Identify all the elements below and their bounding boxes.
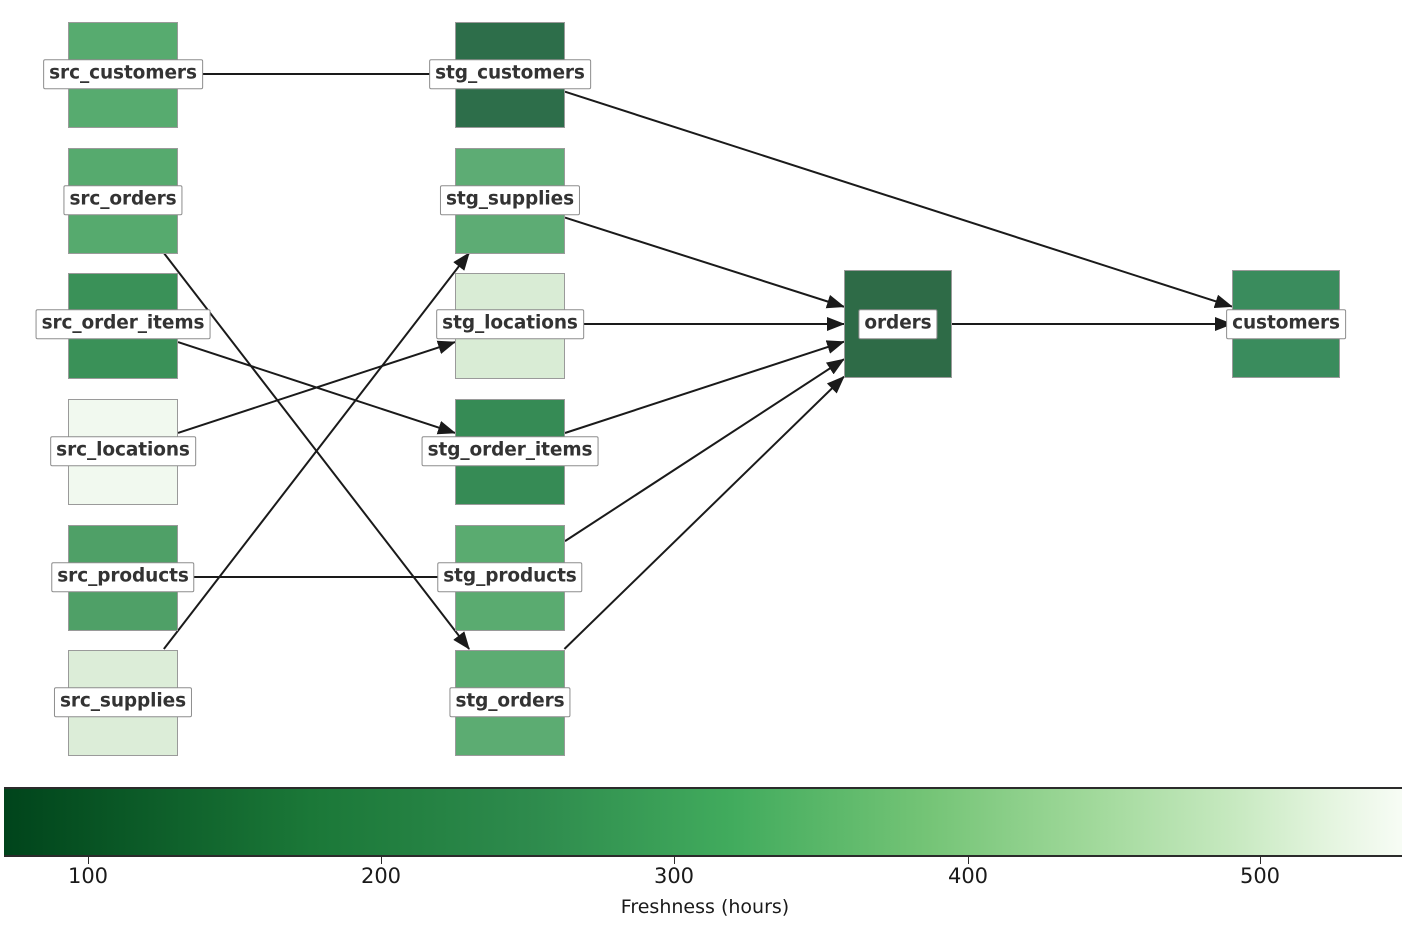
colorbar-tick-label: 500 <box>1239 864 1281 888</box>
node-label-src_products[interactable]: src_products <box>51 562 195 592</box>
colorbar <box>4 787 1402 857</box>
node-label-customers[interactable]: customers <box>1226 309 1346 339</box>
edge-src_locations-to-stg_locations <box>177 340 456 434</box>
colorbar-tick-mark <box>968 857 969 864</box>
node-label-src_order_items[interactable]: src_order_items <box>35 309 211 339</box>
colorbar-axis-label: Freshness (hours) <box>620 896 790 918</box>
colorbar-tick-label: 300 <box>653 864 695 888</box>
edge-stg_products-to-orders <box>564 358 845 542</box>
node-label-stg_supplies[interactable]: stg_supplies <box>439 185 581 215</box>
edge-group <box>163 73 1233 650</box>
colorbar-tick-label: 100 <box>67 864 109 888</box>
edge-src_order_items-to-stg_order_items <box>177 341 456 435</box>
colorbar-gradient <box>4 787 1402 857</box>
edge-stg_order_items-to-orders <box>564 340 845 434</box>
colorbar-tick-label: 200 <box>360 864 402 888</box>
node-label-stg_orders[interactable]: stg_orders <box>449 687 571 717</box>
node-label-stg_customers[interactable]: stg_customers <box>429 59 591 89</box>
colorbar-tick-mark <box>381 857 382 864</box>
node-label-src_customers[interactable]: src_customers <box>43 59 203 89</box>
node-label-orders[interactable]: orders <box>858 309 938 339</box>
edge-stg_orders-to-orders <box>563 375 845 650</box>
node-label-stg_locations[interactable]: stg_locations <box>436 309 584 339</box>
colorbar-tick-mark <box>88 857 89 864</box>
colorbar-tick-mark <box>1260 857 1261 864</box>
node-label-stg_products[interactable]: stg_products <box>437 562 583 592</box>
node-label-src_supplies[interactable]: src_supplies <box>53 687 193 717</box>
node-label-src_locations[interactable]: src_locations <box>50 436 196 466</box>
colorbar-tick-mark <box>674 857 675 864</box>
colorbar-tick-label: 400 <box>947 864 989 888</box>
edge-stg_supplies-to-orders <box>564 216 845 309</box>
node-label-stg_order_items[interactable]: stg_order_items <box>421 436 599 466</box>
node-label-src_orders[interactable]: src_orders <box>63 185 183 215</box>
